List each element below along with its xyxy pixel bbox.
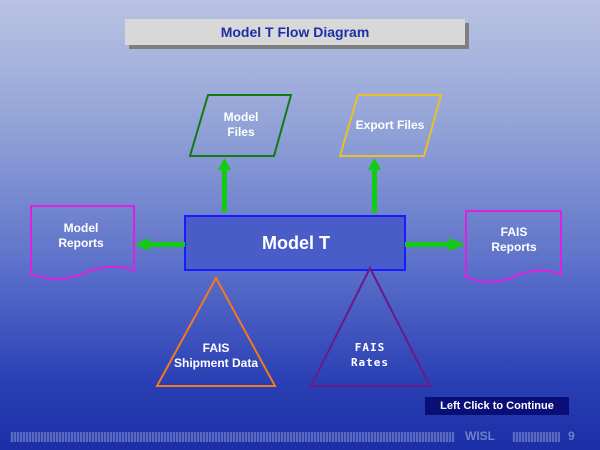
- fais-reports-label-line2: Reports: [491, 240, 537, 254]
- model-files-label-line1: Model: [223, 110, 259, 124]
- arrow-to-model-files: [222, 168, 227, 212]
- export-files-label: Export Files: [345, 118, 435, 133]
- arrows: [135, 158, 465, 251]
- model-files-label-line2: Files: [227, 125, 255, 139]
- diagram-title-text: Model T Flow Diagram: [220, 24, 370, 40]
- continue-button[interactable]: Left Click to Continue: [425, 397, 569, 415]
- arrow-head-export-files: [368, 158, 381, 170]
- model-reports-label-line1: Model: [63, 221, 99, 235]
- model-t-shape: [184, 215, 406, 271]
- model-reports-label-line2: Reports: [58, 236, 104, 250]
- export-files-label-line1: Export Files: [355, 118, 425, 132]
- footer-page-number: 9: [568, 429, 575, 443]
- model-files-shape: [188, 94, 293, 157]
- arrow-to-export-files: [372, 168, 377, 213]
- model-t-label: Model T: [185, 232, 407, 254]
- fais-shipment-label-line2: Shipment Data: [173, 356, 258, 370]
- arrow-to-model-reports: [147, 242, 185, 247]
- fais-reports-shape: [465, 210, 562, 283]
- model-t-label-text: Model T: [262, 233, 330, 253]
- export-files-shape: [338, 94, 443, 157]
- arrow-head-model-files: [218, 158, 231, 170]
- diagram-title: Model T Flow Diagram: [125, 19, 465, 45]
- fais-rates-label-line2: Rates: [350, 356, 390, 369]
- footer-page-number-text: 9: [568, 429, 575, 443]
- fais-rates-label: FAIS Rates: [335, 340, 405, 370]
- footer-org-text: WISL: [465, 429, 495, 443]
- arrow-head-fais-reports: [449, 238, 465, 251]
- fais-rates-label-line1: FAIS: [354, 341, 386, 354]
- continue-button-label: Left Click to Continue: [440, 400, 554, 412]
- fais-shipment-label-line1: FAIS: [202, 341, 230, 355]
- arrow-to-fais-reports: [405, 242, 451, 247]
- fais-rates-shape: [309, 265, 432, 387]
- fais-shipment-shape: [155, 275, 277, 387]
- model-reports-shape: [30, 205, 135, 280]
- fais-shipment-label: FAIS Shipment Data: [160, 341, 272, 371]
- model-files-label: Model Files: [211, 110, 271, 140]
- model-reports-label: Model Reports: [46, 221, 116, 251]
- fais-reports-label: FAIS Reports: [476, 225, 552, 255]
- fais-reports-label-line1: FAIS: [500, 225, 528, 239]
- arrow-head-model-reports: [135, 238, 149, 251]
- footer-org: WISL: [465, 429, 495, 443]
